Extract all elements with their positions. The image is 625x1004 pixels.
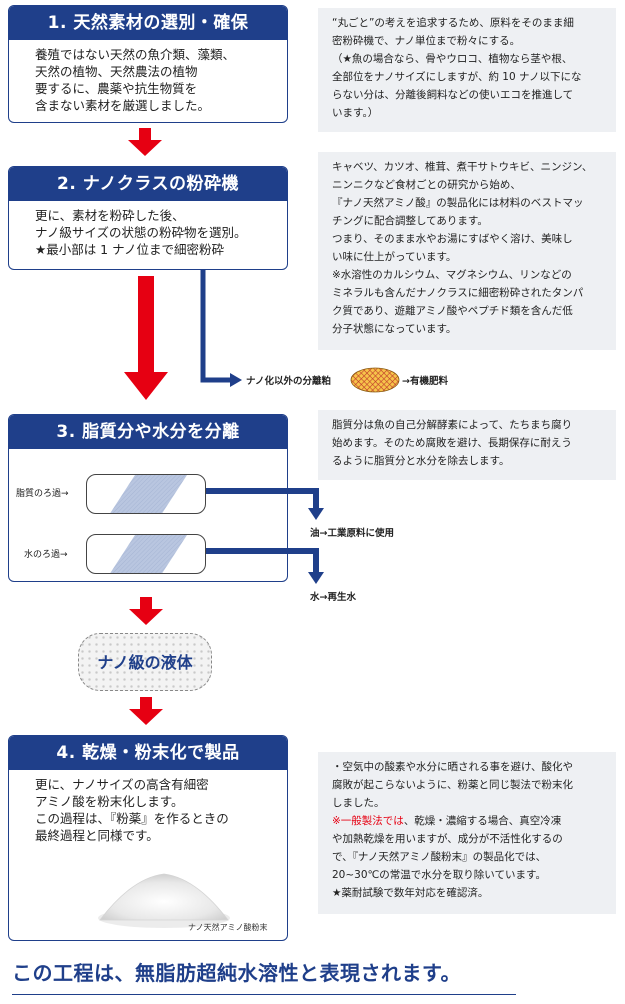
step4-title: 4. 乾燥・粉末化で製品: [9, 736, 287, 770]
note2-line: 『ナノ天然アミノ酸』の製品化には材料のベストマッ: [332, 197, 584, 209]
byproduct-result: →有機肥料: [402, 376, 448, 387]
powder-caption: ナノ天然アミノ酸粉末: [188, 923, 268, 932]
step1-box: 1. 天然素材の選別・確保 養殖ではない天然の魚介類、藻類、 天然の植物、天然農…: [8, 5, 288, 123]
step1-title: 1. 天然素材の選別・確保: [9, 6, 287, 40]
note4-line: ★薬耐試験で数年対応を確認済。: [332, 887, 489, 899]
note4-line: ※一般製法では、乾燥・濃縮する場合、真空冷凍: [332, 812, 606, 830]
step1-line: 要するに、農薬や抗生物質を: [35, 81, 198, 96]
note3-line: るように脂質分と水分を除去します。: [332, 455, 510, 467]
note4-line: ・空気中の酸素や水分に晒される事を避け、酸化や: [332, 761, 573, 773]
note2-line: キャベツ、カツオ、椎茸、煮干サトウキビ、ニンジン、: [332, 161, 593, 173]
note4-line: や加熱乾燥を用いますが、成分が不活性化するの: [332, 833, 563, 845]
note4-text: 、乾燥・濃縮する場合、真空冷凍: [403, 815, 562, 827]
fat-filter-label: 脂質のろ過→: [16, 489, 69, 499]
note4-line: しました。: [332, 797, 385, 809]
step1-line: 含まない素材を厳選しました。: [35, 98, 211, 113]
step4-line: 最終過程と同様です。: [35, 828, 159, 843]
step3-title: 3. 脂質分や水分を分離: [9, 415, 287, 449]
step1-line: 天然の植物、天然農法の植物: [35, 64, 198, 79]
note2-line: チングに配合調整してあります。: [332, 215, 488, 227]
fat-filter-pill: [86, 474, 206, 514]
note1: “丸ごと”の考えを追求するため、原料をそのまま細 密粉砕機で、ナノ単位まで粉々に…: [318, 8, 616, 132]
step2-line: 更に、素材を粉砕した後、: [35, 208, 185, 223]
step2-line: ナノ級サイズの状態の粉砕物を選別。: [35, 225, 247, 240]
filter-stripe-icon: [110, 475, 187, 513]
note1-line: 密粉砕機で、ナノ単位まで粉々にする。: [332, 35, 521, 47]
note4: ・空気中の酸素や水分に晒される事を避け、酸化や 腐敗が起こらないように、粉薬と同…: [318, 752, 616, 914]
note4-line: で、『ナノ天然アミノ酸粉末』の製品化では、: [332, 851, 547, 863]
note1-line: “丸ごと”の考えを追求するため、原料をそのまま細: [332, 17, 574, 29]
oil-output-arrow-icon: [206, 488, 324, 520]
note3: 脂質分は魚の自己分解酵素によって、たちまち腐り 始めます。そのため腐敗を避け、長…: [318, 410, 616, 480]
note2-line: ミネラルも含んだナノクラスに細密粉砕されたタンパ: [332, 287, 584, 299]
water-filter-label: 水のろ過→: [24, 550, 68, 560]
oil-output-label: 油→工業原料に使用: [310, 528, 394, 539]
water-output-arrow-icon: [206, 548, 324, 584]
note2-line: 分子状態になっています。: [332, 323, 457, 335]
note1-line: らない分は、分離後飼料などの使いエコを推進して: [332, 89, 574, 101]
byproduct-arrow-icon: [200, 270, 242, 387]
red-down-arrow-icon: [129, 597, 163, 625]
step2-box: 2. ナノクラスの粉砕機 更に、素材を粉砕した後、 ナノ級サイズの状態の粉砕物を…: [8, 166, 288, 270]
note4-line: 20~30℃の常温で水分を取り除いています。: [332, 869, 546, 881]
residue-disc-icon: [350, 367, 400, 393]
note3-line: 始めます。そのため腐敗を避け、長期保存に耐えう: [332, 437, 572, 449]
step1-line: 養殖ではない天然の魚介類、藻類、: [35, 47, 236, 62]
note1-line: います。）: [332, 107, 379, 119]
footer-statement: この工程は、無脂肪超純水溶性と表現されます。: [12, 961, 461, 985]
note1-line: （★魚の場合なら、骨やウロコ、植物なら茎や根、: [332, 53, 573, 65]
step4-line: アミノ酸を粉末化します。: [35, 794, 184, 809]
red-down-arrow-icon: [129, 697, 163, 725]
note2-line: ニンニクなど食材ごとの研究から始め、: [332, 179, 521, 191]
note4-line: 腐敗が起こらないように、粉薬と同じ製法で粉末化: [332, 779, 573, 791]
note2-line: つまり、そのまま水やお湯にすばやく溶け、美味し: [332, 233, 573, 245]
step1-body: 養殖ではない天然の魚介類、藻類、 天然の植物、天然農法の植物 要するに、農薬や抗…: [9, 40, 287, 114]
step2-title: 2. ナノクラスの粉砕機: [9, 167, 287, 201]
note1-line: 全部位をナノサイズにしますが、約 10 ナノ以下にな: [332, 71, 582, 83]
note2: キャベツ、カツオ、椎茸、煮干サトウキビ、ニンジン、 ニンニクなど食材ごとの研究か…: [318, 152, 616, 350]
note3-line: 脂質分は魚の自己分解酵素によって、たちまち腐り: [332, 419, 573, 431]
step4-line: この過程は、『粉薬』を作るときの: [35, 811, 229, 826]
footer-underline: [12, 994, 516, 995]
step4-body: 更に、ナノサイズの高含有細密 アミノ酸を粉末化します。 この過程は、『粉薬』を作…: [9, 770, 287, 844]
water-output-label: 水→再生水: [310, 592, 356, 603]
water-filter-pill: [86, 534, 206, 574]
amino-acid-powder-image: [98, 873, 230, 928]
step4-box: 4. 乾燥・粉末化で製品 更に、ナノサイズの高含有細密 アミノ酸を粉末化します。…: [8, 735, 288, 941]
red-down-arrow-icon: [124, 276, 168, 400]
filter-stripe-icon: [110, 535, 187, 573]
step4-line: 更に、ナノサイズの高含有細密: [35, 777, 209, 792]
note2-line: ※水溶性のカルシウム、マグネシウム、リンなどの: [332, 269, 572, 281]
note2-line: ク質であり、遊離アミノ酸やペプチド類を含んだ低: [332, 305, 573, 317]
note2-line: い味に仕上がっています。: [332, 251, 457, 263]
step2-body: 更に、素材を粉砕した後、 ナノ級サイズの状態の粉砕物を選別。 ★最小部は 1 ナ…: [9, 201, 287, 258]
note4-red-text: ※一般製法では: [332, 815, 404, 827]
step2-line: ★最小部は 1 ナノ位まで細密粉砕: [35, 242, 224, 257]
nano-liquid-bubble: ナノ級の液体: [78, 633, 212, 691]
red-down-arrow-icon: [128, 128, 162, 156]
byproduct-label: ナノ化以外の分離粕: [246, 376, 332, 387]
